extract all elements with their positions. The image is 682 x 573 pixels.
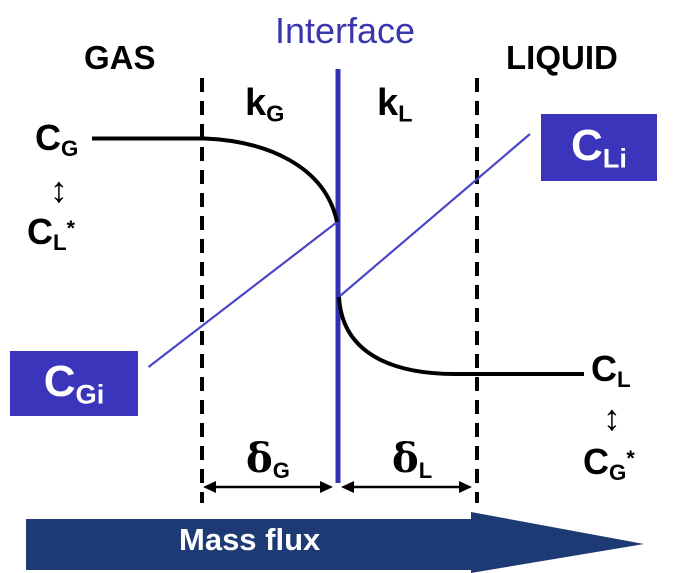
cli-leader-line [339,133,531,297]
cgi-label: CGi [43,356,105,410]
equilibrium-updown-arrow-right: ↕ [603,397,621,438]
liquid-film-coefficient-label: kL [377,82,413,127]
cli-label: CLi [570,120,627,174]
interface-title: Interface [275,10,416,51]
liquid-film-thickness-label: δL [392,435,433,484]
equilibrium-updown-arrow-left: ↕ [50,169,68,210]
gas-region-label: GAS [84,39,156,76]
delta-g-right-arrowhead [320,481,333,493]
liquid-region-label: LIQUID [506,39,618,76]
gas-film-coefficient-label: kG [245,82,285,127]
mass-flux-label: Mass flux [179,522,321,557]
gas-film-thickness-label: δG [246,435,290,484]
mass-flux-arrow [26,512,644,573]
cgi-leader-line [147,221,338,368]
gas-concentration-profile-curve [92,136,339,223]
equilibrium-gas-concentration-label: CG* [583,441,635,486]
liquid-concentration-profile-curve [337,296,584,376]
liquid-interface-concentration-box: CLi [541,114,657,181]
gas-interface-concentration-box: CGi [10,351,138,416]
equilibrium-liquid-concentration-label: CL* [27,211,76,256]
delta-l-left-arrowhead [341,481,354,493]
delta-l-right-arrowhead [459,481,472,493]
liquid-bulk-concentration-label: CL [591,348,631,393]
gas-bulk-concentration-label: CG [35,117,79,162]
delta-g-left-arrowhead [203,481,216,493]
